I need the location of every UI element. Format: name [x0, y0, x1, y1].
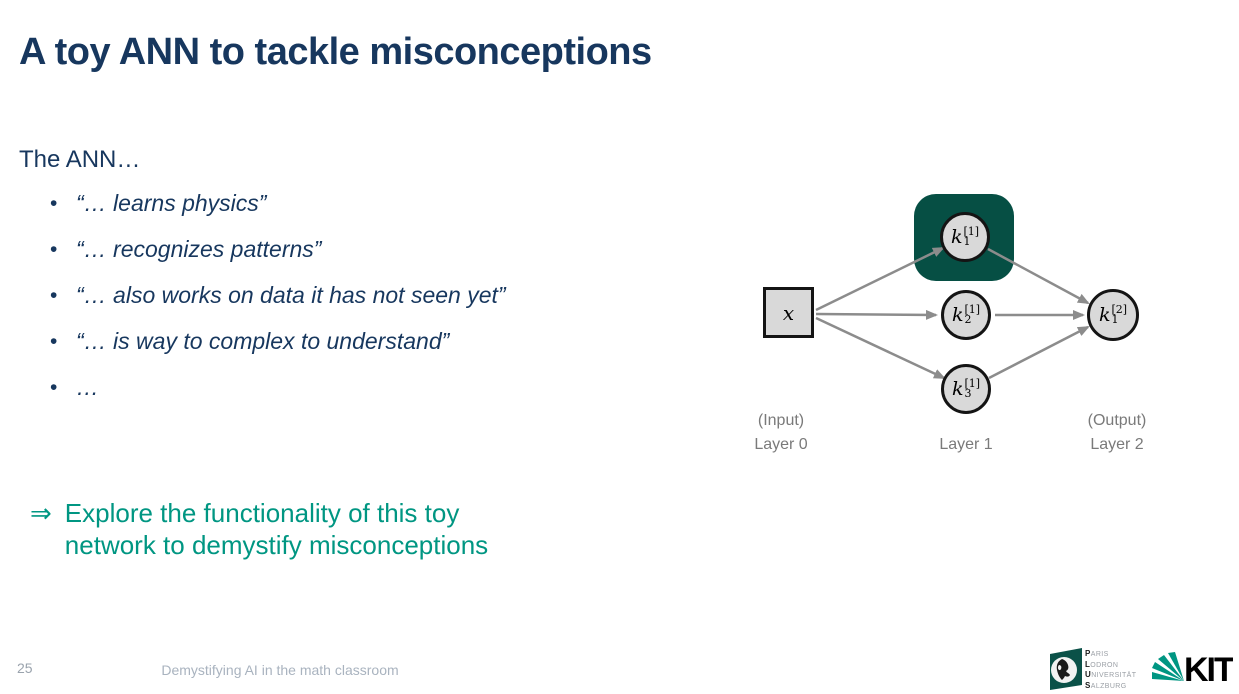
hidden-node-3: k [1] 3 [941, 364, 991, 414]
arrow-input-to-h1 [815, 246, 945, 312]
input-node-label: x [782, 300, 795, 325]
conclusion-text: Explore the functionality of this toy ne… [65, 497, 488, 561]
output-node-label: k [2] 1 [1098, 303, 1128, 326]
hidden-node-2: k [1] 2 [941, 290, 991, 340]
kit-logo: KIT [1152, 652, 1233, 686]
bullet-item: “… recognizes patterns” [48, 235, 668, 264]
slide-title: A toy ANN to tackle misconceptions [19, 31, 652, 74]
layer0-caption: Layer 0 [754, 436, 808, 453]
plus-university-logo [1050, 648, 1082, 690]
plus-wordmark-line: PARIS [1085, 649, 1109, 658]
arrow-h3-to-output [988, 325, 1090, 380]
conclusion-block: ⇒ Explore the functionality of this toy … [30, 497, 488, 561]
hidden-node-1-label: k [1] 1 [950, 225, 980, 248]
hidden-node-1: k [1] 1 [940, 212, 990, 262]
hidden-node-2-label: k [1] 2 [951, 303, 981, 326]
intro-text: The ANN… [19, 146, 141, 173]
input-node: x [763, 287, 814, 338]
arrow-input-to-h2 [815, 309, 938, 320]
bullet-item: … [48, 373, 668, 402]
layer1-caption: Layer 1 [939, 436, 993, 453]
kit-logo-fan [1152, 652, 1184, 681]
plus-wordmark-line: SALZBURG [1085, 680, 1127, 690]
input-caption: (Input) [757, 412, 805, 429]
hidden-node-3-label: k [1] 3 [951, 377, 981, 400]
plus-wordmark-line: LODRON [1085, 659, 1119, 669]
bullet-list: “… learns physics” “… recognizes pattern… [48, 189, 668, 419]
conclusion-line-1: Explore the functionality of this toy [64, 498, 460, 528]
footer-caption: Demystifying AI in the math classroom [161, 662, 399, 678]
layer2-caption: Layer 2 [1090, 436, 1144, 453]
plus-university-wordmark: PARIS LODRON UNIVERSITÄT SALZBURG [1085, 649, 1136, 691]
bullet-item: “… learns physics” [48, 189, 668, 218]
output-node: k [2] 1 [1087, 289, 1139, 341]
conclusion-line-2: network to demystify misconceptions [64, 530, 489, 560]
kit-logo-text: KIT [1184, 652, 1233, 686]
output-caption: (Output) [1087, 412, 1147, 429]
page-number: 25 [17, 660, 33, 676]
bullet-item: “… is way to complex to understand” [48, 327, 668, 356]
arrow-h1-to-output [987, 247, 1090, 305]
double-arrow-icon: ⇒ [30, 498, 52, 528]
plus-wordmark-line: UNIVERSITÄT [1085, 670, 1137, 679]
bullet-item: “… also works on data it has not seen ye… [48, 281, 668, 310]
plus-lion-emblem [1056, 659, 1070, 680]
arrow-input-to-h3 [815, 316, 946, 380]
